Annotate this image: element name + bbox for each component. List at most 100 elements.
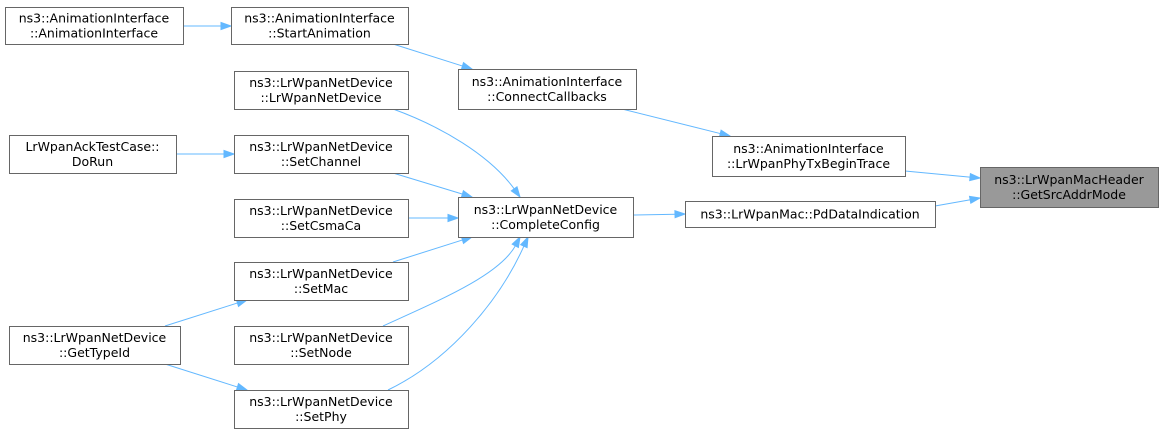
node-box bbox=[234, 326, 409, 365]
node-setnode[interactable]: ns3::LrWpanNetDevice::SetNode bbox=[234, 326, 409, 365]
edge-devctor-to-complete bbox=[392, 108, 521, 199]
node-root[interactable]: ns3::LrWpanMacHeader::GetSrcAddrMode bbox=[980, 167, 1159, 208]
node-box bbox=[234, 71, 409, 110]
node-label-line: ::SetNode bbox=[290, 345, 352, 360]
node-box bbox=[234, 262, 409, 301]
node-devctor[interactable]: ns3::LrWpanNetDevice::LrWpanNetDevice bbox=[234, 71, 409, 110]
node-label-line: ::StartAnimation bbox=[268, 26, 371, 41]
node-label-line: ns3::LrWpanMac::PdDataIndication bbox=[700, 207, 919, 222]
edge-setnode-to-complete bbox=[382, 235, 521, 327]
edge-arrowhead bbox=[235, 382, 249, 391]
edge-startanim-to-connectcb bbox=[392, 43, 474, 70]
node-box bbox=[458, 69, 637, 110]
edge-arrowhead bbox=[511, 235, 521, 249]
node-label-line: ::SetMac bbox=[294, 281, 348, 296]
node-box bbox=[980, 167, 1159, 208]
node-box bbox=[9, 135, 177, 174]
node-lrtxbegin[interactable]: ns3::AnimationInterface::LrWpanPhyTxBegi… bbox=[712, 136, 906, 177]
edge-setcsma-to-complete bbox=[408, 213, 460, 223]
node-label-line: ns3::LrWpanMacHeader bbox=[994, 172, 1144, 187]
node-box bbox=[5, 7, 184, 45]
edge-line bbox=[164, 363, 239, 388]
node-label-line: ns3::LrWpanNetDevice bbox=[249, 394, 393, 409]
node-box bbox=[9, 326, 181, 365]
edge-arrowhead bbox=[510, 185, 521, 199]
node-label-line: LrWpanAckTestCase:: bbox=[25, 139, 159, 154]
edge-animctor-to-startanim bbox=[183, 21, 233, 31]
edge-line bbox=[392, 172, 464, 195]
edge-arrowhead bbox=[519, 235, 529, 249]
edge-arrowhead bbox=[447, 213, 460, 223]
node-setmac[interactable]: ns3::LrWpanNetDevice::SetMac bbox=[234, 262, 409, 301]
edge-connectcb-to-lrtxbegin bbox=[621, 108, 732, 138]
node-box bbox=[458, 197, 634, 238]
node-setchannel[interactable]: ns3::LrWpanNetDevice::SetChannel bbox=[234, 135, 409, 174]
edge-arrowhead bbox=[223, 149, 236, 159]
node-label-line: ::GetSrcAddrMode bbox=[1012, 187, 1126, 202]
node-label-line: ns3::LrWpanNetDevice bbox=[249, 266, 393, 281]
node-box bbox=[234, 135, 409, 174]
edge-arrowhead bbox=[460, 189, 474, 198]
edge-line bbox=[904, 170, 972, 178]
node-box bbox=[685, 201, 936, 228]
edge-arrowhead bbox=[220, 21, 233, 31]
edge-arrowhead bbox=[968, 195, 982, 204]
node-label-line: ::AnimationInterface bbox=[30, 26, 158, 41]
edge-pddata-to-root bbox=[934, 195, 982, 207]
node-label-line: ns3::AnimationInterface bbox=[733, 141, 884, 156]
node-pddata[interactable]: ns3::LrWpanMac::PdDataIndication bbox=[685, 201, 936, 228]
edge-arrowhead bbox=[718, 129, 732, 138]
node-connectcb[interactable]: ns3::AnimationInterface::ConnectCallback… bbox=[458, 69, 637, 110]
node-label-line: ns3::AnimationInterface bbox=[19, 11, 170, 26]
node-gettypeid[interactable]: ns3::LrWpanNetDevice::GetTypeId bbox=[9, 326, 181, 365]
node-label-line: ::SetChannel bbox=[281, 154, 361, 169]
edge-setmac-to-complete bbox=[392, 236, 474, 263]
edge-line bbox=[392, 108, 516, 190]
edge-setphy-to-complete bbox=[387, 235, 529, 391]
node-label-line: ns3::LrWpanNetDevice bbox=[23, 330, 167, 345]
node-label-line: ::CompleteConfig bbox=[491, 217, 600, 232]
edge-acktest-to-setchannel bbox=[176, 149, 236, 159]
nodes-layer: ns3::AnimationInterface::AnimationInterf… bbox=[5, 7, 1159, 429]
node-complete[interactable]: ns3::LrWpanNetDevice::CompleteConfig bbox=[458, 197, 634, 238]
node-label-line: ns3::AnimationInterface bbox=[472, 74, 623, 89]
edges-layer bbox=[164, 21, 982, 391]
node-label-line: ns3::LrWpanNetDevice bbox=[249, 330, 393, 345]
node-startanim[interactable]: ns3::AnimationInterface::StartAnimation bbox=[231, 7, 409, 45]
edge-arrowhead bbox=[460, 61, 474, 70]
edge-line bbox=[392, 43, 464, 67]
edge-gettypeid-to-setmac bbox=[164, 299, 249, 327]
node-label-line: ::GetTypeId bbox=[59, 345, 130, 360]
node-label-line: DoRun bbox=[72, 154, 113, 169]
edge-setchannel-to-complete bbox=[392, 172, 474, 198]
node-setphy[interactable]: ns3::LrWpanNetDevice::SetPhy bbox=[234, 390, 409, 429]
node-label-line: ::SetCsmaCa bbox=[281, 218, 361, 233]
node-label-line: ::ConnectCallbacks bbox=[487, 89, 607, 104]
edge-gettypeid-to-setphy bbox=[164, 363, 249, 391]
node-label-line: ::LrWpanNetDevice bbox=[260, 90, 381, 105]
node-label-line: ns3::LrWpanNetDevice bbox=[249, 203, 393, 218]
node-label-line: ns3::LrWpanNetDevice bbox=[249, 75, 393, 90]
edge-lrtxbegin-to-root bbox=[904, 170, 982, 182]
node-box bbox=[234, 199, 409, 238]
node-box bbox=[231, 7, 409, 45]
edge-line bbox=[934, 199, 972, 207]
edge-arrowhead bbox=[674, 210, 687, 219]
edge-line bbox=[387, 244, 525, 391]
edge-line bbox=[621, 108, 722, 135]
edge-line bbox=[392, 239, 464, 263]
node-animctor[interactable]: ns3::AnimationInterface::AnimationInterf… bbox=[5, 7, 184, 45]
edge-complete-to-pddata bbox=[632, 210, 687, 219]
node-box bbox=[234, 390, 409, 429]
node-acktest[interactable]: LrWpanAckTestCase::DoRun bbox=[9, 135, 177, 174]
node-label-line: ns3::LrWpanNetDevice bbox=[249, 139, 393, 154]
edge-arrowhead bbox=[969, 172, 982, 182]
edge-line bbox=[632, 213, 677, 216]
node-setcsma[interactable]: ns3::LrWpanNetDevice::SetCsmaCa bbox=[234, 199, 409, 238]
node-label-line: ns3::LrWpanNetDevice bbox=[474, 202, 618, 217]
node-label-line: ::LrWpanPhyTxBeginTrace bbox=[727, 156, 890, 171]
node-label-line: ns3::AnimationInterface bbox=[244, 11, 395, 26]
node-box bbox=[712, 136, 906, 177]
node-label-line: ::SetPhy bbox=[295, 409, 347, 424]
